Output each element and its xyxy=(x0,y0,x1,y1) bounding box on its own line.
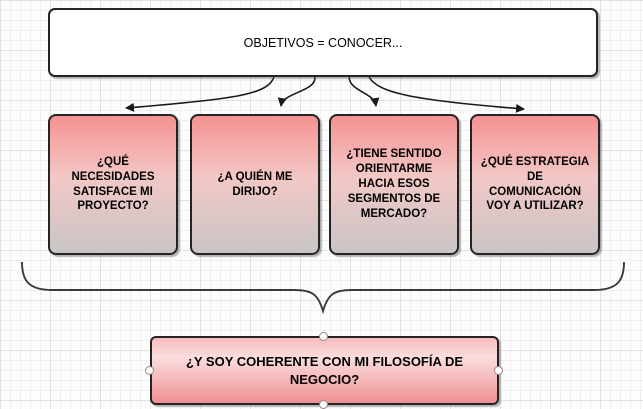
question-box-a-quien[interactable]: ¿A QUIÉN ME DIRIJO? xyxy=(190,114,320,255)
question-box-estrategia[interactable]: ¿QUÉ ESTRATEGIA DE COMUNICACIÓN VOY A UT… xyxy=(470,114,600,255)
connector-arrow-1[interactable] xyxy=(125,76,275,112)
question-box-label: ¿TIENE SENTIDO ORIENTARME HACIA ESOS SEG… xyxy=(346,148,442,220)
connector-arrow-3[interactable] xyxy=(348,76,380,107)
title-box[interactable]: OBJETIVOS = CONOCER... xyxy=(48,8,598,77)
connector-arrow-2[interactable] xyxy=(277,76,316,107)
connection-handle-top[interactable] xyxy=(319,332,328,341)
conclusion-box[interactable]: ¿Y SOY COHERENTE CON MI FILOSOFÍA DE NEG… xyxy=(150,336,499,405)
connection-handle-bottom[interactable] xyxy=(319,400,328,409)
connection-handle-right[interactable] xyxy=(494,366,503,375)
question-box-segmentos[interactable]: ¿TIENE SENTIDO ORIENTARME HACIA ESOS SEG… xyxy=(329,114,459,255)
question-box-necesidades[interactable]: ¿QUÉ NECESIDADES SATISFACE MI PROYECTO? xyxy=(48,114,178,255)
question-box-label: ¿A QUIÉN ME DIRIJO? xyxy=(217,170,293,198)
connector-arrow-4[interactable] xyxy=(368,76,525,113)
conclusion-box-label: ¿Y SOY COHERENTE CON MI FILOSOFÍA DE NEG… xyxy=(185,353,464,387)
question-box-label: ¿QUÉ ESTRATEGIA DE COMUNICACIÓN VOY A UT… xyxy=(480,155,590,213)
connection-handle-left[interactable] xyxy=(145,366,154,375)
curly-brace[interactable] xyxy=(21,261,625,315)
question-box-label: ¿QUÉ NECESIDADES SATISFACE MI PROYECTO? xyxy=(71,155,155,213)
title-box-label: OBJETIVOS = CONOCER... xyxy=(243,35,403,50)
